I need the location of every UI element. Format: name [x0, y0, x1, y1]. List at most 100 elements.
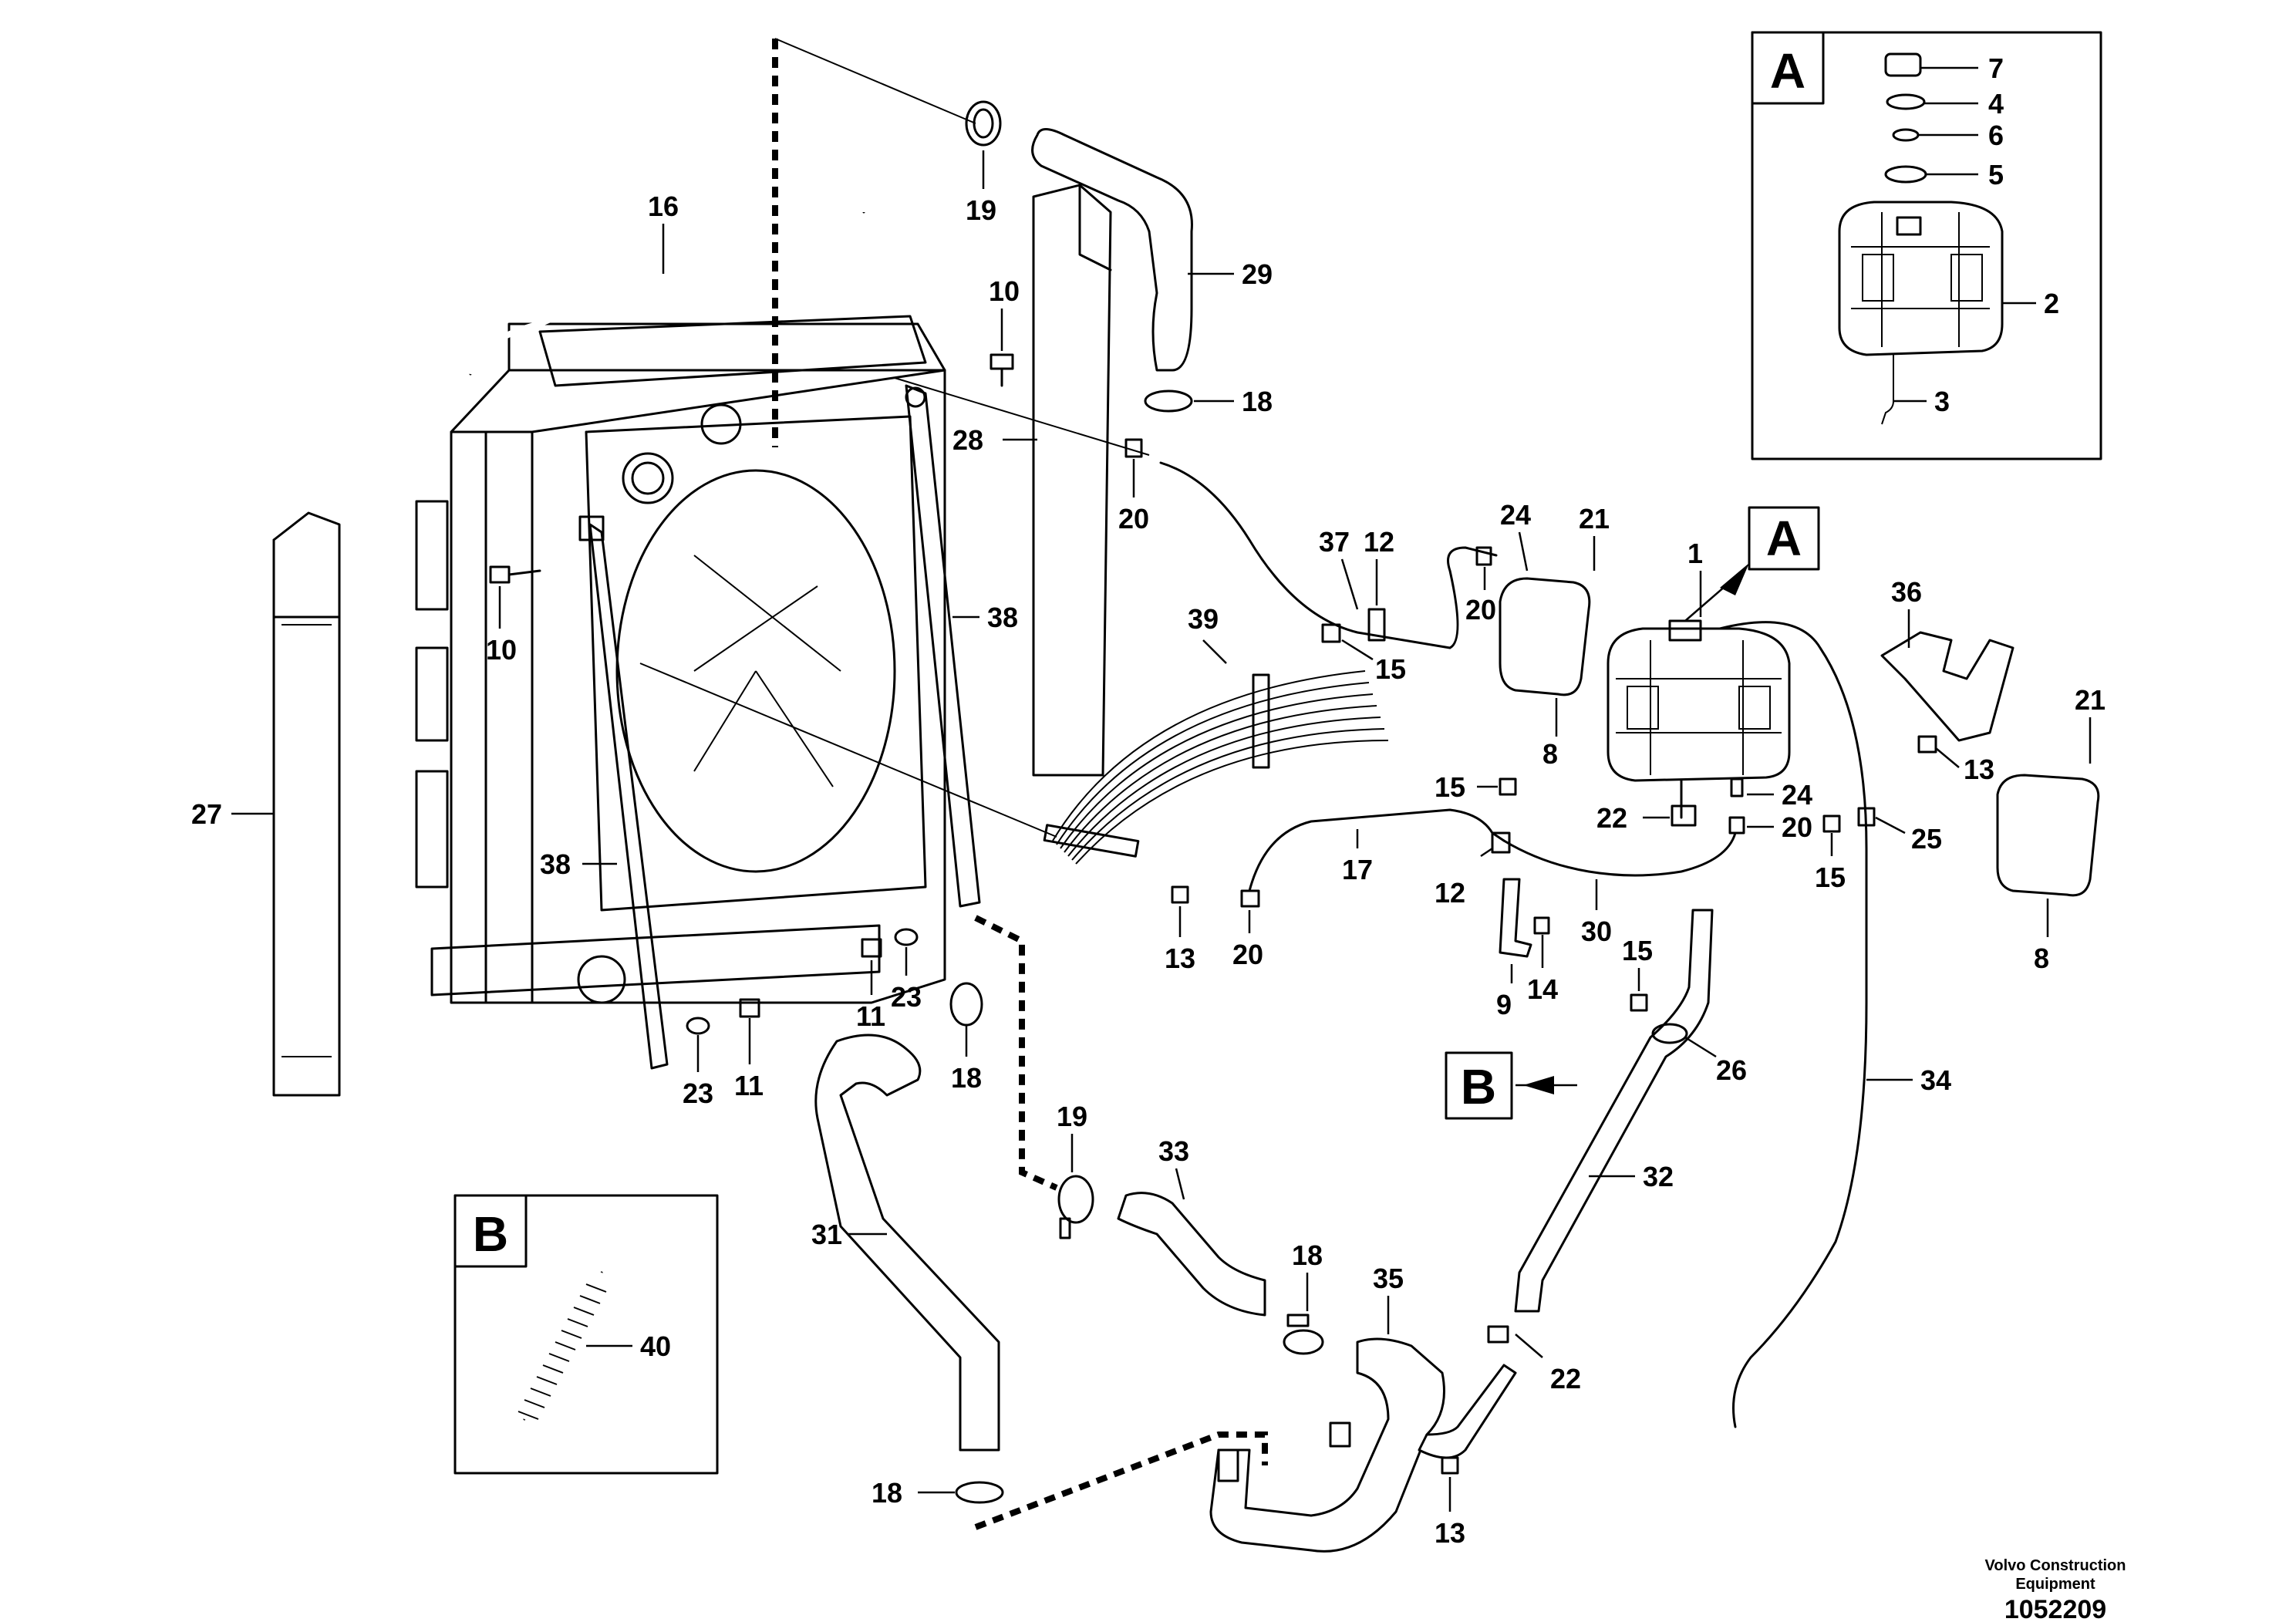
- callout-2: 2: [2044, 288, 2059, 319]
- tank-strap-left: [1499, 577, 1591, 696]
- callout-38-left: 38: [540, 848, 571, 880]
- callout-30: 30: [1581, 916, 1612, 947]
- bolt-10-upper: [990, 353, 1014, 387]
- callout-18-mid: 18: [951, 1062, 982, 1094]
- detail-view-b: B 40: [453, 1194, 719, 1475]
- callout-15-lower: 15: [1622, 935, 1653, 966]
- expansion-tank-cap: [1884, 52, 1922, 77]
- callout-13-lower: 13: [1435, 1517, 1465, 1549]
- callout-11-left: 11: [856, 1000, 885, 1032]
- callout-5: 5: [1988, 159, 2004, 191]
- callout-21-right: 21: [2075, 684, 2106, 716]
- bolt-10-lower: [489, 565, 541, 584]
- detail-a-label: A: [1770, 43, 1805, 99]
- callout-10-upper: 10: [989, 275, 1020, 307]
- callout-12-upper: 12: [1364, 526, 1394, 558]
- washer-23-left: [894, 928, 919, 946]
- radiator-assembly: [415, 315, 946, 1004]
- radiator-stay-left: [578, 515, 669, 1070]
- clip-20-tank: [1728, 816, 1745, 835]
- return-hose-32: [1418, 909, 1714, 1459]
- bolt-11-right: [739, 998, 760, 1018]
- hose-clamp-18-upper: [1144, 389, 1193, 413]
- filler-neck-seal: [1884, 165, 1927, 184]
- callout-35: 35: [1373, 1263, 1404, 1294]
- callout-15-upper: 15: [1375, 653, 1406, 685]
- hose-clamp-19-upper: [965, 100, 1002, 147]
- callout-22-upper: 22: [1596, 802, 1627, 834]
- callout-20-tank: 20: [1782, 811, 1812, 843]
- detail-b-pointer-label: B: [1461, 1059, 1496, 1114]
- clip-20-upper: [1124, 438, 1143, 458]
- hose-clamp-19-lower: [1057, 1175, 1094, 1239]
- callout-15-right: 15: [1815, 862, 1846, 893]
- callout-7: 7: [1988, 52, 2004, 84]
- bolt-13-right: [1917, 735, 1937, 754]
- callout-31: 31: [811, 1219, 842, 1250]
- detail-a-pointer-label: A: [1766, 511, 1802, 566]
- bracket-9: [1499, 878, 1532, 958]
- expansion-tank-detail: [1838, 201, 2004, 425]
- hose-clamp-18-lower: [955, 1481, 1004, 1504]
- callout-20-mid: 20: [1465, 594, 1496, 626]
- callout-38-right: 38: [987, 602, 1018, 633]
- tank-strap-right: [1996, 774, 2100, 897]
- expansion-tank: [1607, 619, 1791, 819]
- bolt-13-lower: [1441, 1456, 1459, 1475]
- callout-6: 6: [1988, 120, 2004, 151]
- callout-4: 4: [1988, 88, 2004, 120]
- callout-3: 3: [1934, 386, 1950, 417]
- bolt-15-upper: [1321, 623, 1341, 643]
- callout-10-lower: 10: [486, 634, 517, 666]
- callout-13-mid: 13: [1165, 943, 1195, 974]
- deaeration-hose-30: [1502, 831, 1737, 877]
- callout-25: 25: [1911, 823, 1942, 855]
- lower-radiator-hose: [814, 1034, 1000, 1452]
- washer-23-right: [686, 1017, 710, 1035]
- callout-17: 17: [1342, 854, 1373, 885]
- sealing-ring: [1886, 93, 1926, 110]
- callout-20-upper: 20: [1118, 503, 1149, 534]
- clip-20-lower: [1240, 889, 1260, 908]
- callout-26: 26: [1716, 1054, 1747, 1086]
- callout-14: 14: [1527, 973, 1558, 1005]
- overflow-hose: [1718, 621, 1868, 1428]
- callout-18-center: 18: [1292, 1239, 1323, 1271]
- callout-8-right: 8: [2034, 943, 2049, 974]
- callout-16: 16: [648, 191, 679, 222]
- callout-19-lower: 19: [1057, 1101, 1087, 1132]
- callout-12-lower: 12: [1435, 877, 1465, 909]
- clip-20-mid: [1475, 546, 1492, 566]
- footer-company-line2: Equipment: [2015, 1576, 2095, 1593]
- side-seal-left: [272, 511, 341, 1097]
- callout-33: 33: [1158, 1135, 1189, 1167]
- callout-15-mid: 15: [1435, 771, 1465, 803]
- drawing-number: 1052209: [2004, 1595, 2106, 1622]
- callout-21-upper: 21: [1579, 503, 1610, 534]
- bolt-15-right: [1822, 814, 1841, 833]
- detail-view-a: A 7 4 6 5 2 3: [1751, 31, 2102, 460]
- fitting-24-lower: [1730, 777, 1744, 798]
- clip-25: [1857, 807, 1876, 827]
- detail-b-label: B: [473, 1206, 508, 1262]
- callout-8-left: 8: [1542, 738, 1558, 770]
- p-clamp-12-lower: [1491, 831, 1511, 854]
- side-seal-right: [1032, 184, 1112, 777]
- hose-33: [1117, 1192, 1266, 1317]
- callout-1: 1: [1687, 538, 1703, 569]
- coolant-pipe-35: [1209, 1337, 1445, 1553]
- callout-28: 28: [952, 424, 983, 456]
- callout-27: 27: [191, 798, 222, 830]
- deaeration-hose-17: [1248, 808, 1505, 892]
- radiator-stay-right: [905, 384, 981, 908]
- callout-36: 36: [1891, 576, 1922, 608]
- o-ring: [1892, 128, 1920, 142]
- bolt-15-lower: [1630, 993, 1648, 1012]
- p-clamp-12-upper: [1367, 608, 1386, 642]
- callout-9: 9: [1496, 989, 1512, 1020]
- footer-company-line1: Volvo Construction: [1985, 1557, 2126, 1574]
- callout-20-lower: 20: [1232, 939, 1263, 970]
- hose-clamp-18-mid: [949, 982, 983, 1027]
- callout-24-upper: 24: [1500, 499, 1531, 531]
